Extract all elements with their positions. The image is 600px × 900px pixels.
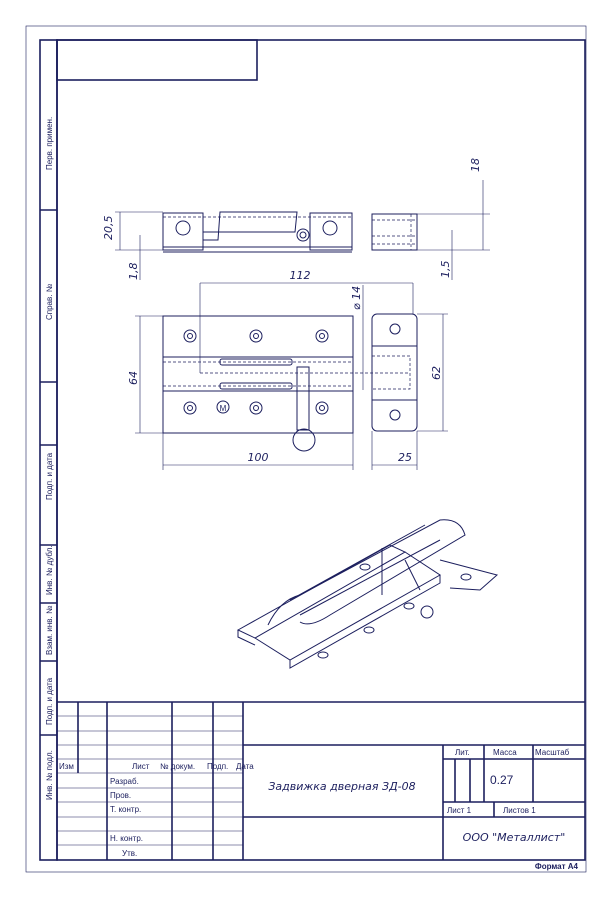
drawing-title: Задвижка дверная ЗД-08 bbox=[268, 780, 415, 793]
mass-value: 0.27 bbox=[490, 773, 514, 787]
dim-112: 112 bbox=[290, 269, 311, 282]
format-label: Формат А4 bbox=[535, 862, 579, 871]
dim-64: 64 bbox=[127, 371, 140, 385]
dim-18: 18 bbox=[469, 158, 482, 172]
role-checker: Пров. bbox=[110, 791, 131, 800]
side-label: Подп. и дата bbox=[45, 452, 54, 500]
dimension-lines-front bbox=[135, 282, 448, 470]
manufacturer-mark: M bbox=[220, 404, 227, 413]
role-tech-control: Т. контр. bbox=[110, 805, 141, 814]
role-developer: Разраб. bbox=[110, 777, 139, 786]
dim-diameter-14: ⌀ 14 bbox=[350, 286, 363, 310]
col-header-date: Дата bbox=[236, 762, 254, 771]
top-view bbox=[162, 211, 418, 253]
dimension-lines-top bbox=[115, 180, 490, 280]
sheet-number: Лист 1 bbox=[447, 806, 472, 815]
lit-label: Лит. bbox=[455, 748, 470, 757]
dim-20-5: 20,5 bbox=[102, 216, 115, 241]
sheet-count: Листов 1 bbox=[503, 806, 536, 815]
scale-label: Масштаб bbox=[535, 748, 570, 757]
side-labels: Перв. примен. Справ. № Подп. и дата Инв.… bbox=[45, 117, 54, 800]
top-left-box bbox=[56, 39, 258, 81]
dim-25: 25 bbox=[398, 451, 412, 464]
side-label: Инв. № подл. bbox=[45, 750, 54, 800]
side-label: Подп. и дата bbox=[45, 677, 54, 725]
role-norm-control: Н. контр. bbox=[110, 834, 143, 843]
side-label: Справ. № bbox=[45, 283, 54, 320]
dim-1-8: 1,8 bbox=[127, 263, 140, 281]
left-strip-dividers bbox=[40, 209, 57, 736]
col-header-doc: № докум. bbox=[160, 762, 195, 771]
mass-label: Масса bbox=[493, 748, 517, 757]
drawing-frame bbox=[56, 39, 586, 861]
title-block-grid bbox=[57, 701, 585, 860]
side-label: Взам. инв. № bbox=[45, 605, 54, 655]
dim-1-5: 1,5 bbox=[439, 261, 452, 279]
left-margin-strip bbox=[39, 39, 58, 861]
col-header-list: Лист bbox=[132, 762, 150, 771]
dim-100: 100 bbox=[248, 451, 269, 464]
isometric-view bbox=[236, 519, 499, 669]
company-name: ООО "Металлист" bbox=[463, 831, 566, 844]
role-approved: Утв. bbox=[122, 849, 137, 858]
outer-border bbox=[25, 25, 587, 873]
col-header-izm: Изм bbox=[59, 762, 74, 771]
side-label: Инв. № дубл. bbox=[45, 545, 54, 595]
dim-62: 62 bbox=[430, 366, 443, 380]
col-header-sign: Подп. bbox=[207, 762, 228, 771]
front-view: M bbox=[162, 313, 418, 452]
side-label: Перв. примен. bbox=[45, 117, 54, 170]
title-block-rows bbox=[57, 715, 243, 846]
